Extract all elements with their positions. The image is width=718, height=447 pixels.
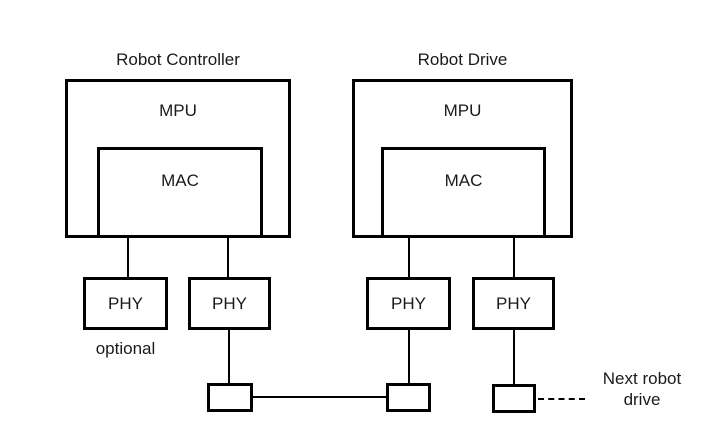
robot-controller-title: Robot Controller (116, 50, 240, 69)
robot-drive-mac-label: MAC (444, 171, 483, 190)
phy-label-controller-optional: PHY (108, 294, 143, 313)
connector-port-controller (207, 383, 253, 412)
robot-drive-mac-box: MAC (381, 147, 546, 238)
robot-controller-mac-label: MAC (161, 171, 199, 190)
robot-drive-title: Robot Drive (417, 50, 508, 69)
phy-box-drive-upstream: PHY (366, 277, 451, 330)
link-phy-controller-main-to-connector (228, 330, 230, 384)
cable-to-next-robot-drive (538, 398, 585, 400)
connector-port-drive-in (386, 383, 431, 412)
phy-box-controller-optional: PHY (83, 277, 168, 330)
phy-label-controller-main: PHY (212, 294, 247, 313)
link-phy-drive-upstream-to-connector (408, 330, 410, 384)
connector-port-drive-out (492, 384, 536, 413)
link-phy-drive-downstream-to-connector (513, 330, 515, 385)
phy-label-drive-upstream: PHY (391, 294, 426, 313)
next-robot-drive-caption-line2: drive (623, 390, 661, 410)
next-robot-drive-caption-line1: Next robot (602, 369, 682, 388)
link-mac-right-to-phy3 (408, 237, 410, 278)
link-mac-left-to-phy2 (227, 237, 229, 278)
robot-drive-mpu-label: MPU (443, 101, 482, 120)
cable-controller-to-drive (252, 396, 386, 398)
phy-box-drive-downstream: PHY (472, 277, 555, 330)
optional-caption: optional (95, 339, 156, 358)
phy-box-controller-main: PHY (188, 277, 271, 330)
link-mac-right-to-phy4 (513, 237, 515, 278)
robot-controller-mac-box: MAC (97, 147, 263, 238)
phy-label-drive-downstream: PHY (496, 294, 531, 313)
next-robot-drive-caption: Next robot drive (578, 368, 706, 411)
link-mac-left-to-phy1 (127, 237, 129, 278)
robot-controller-mpu-label: MPU (159, 101, 197, 120)
